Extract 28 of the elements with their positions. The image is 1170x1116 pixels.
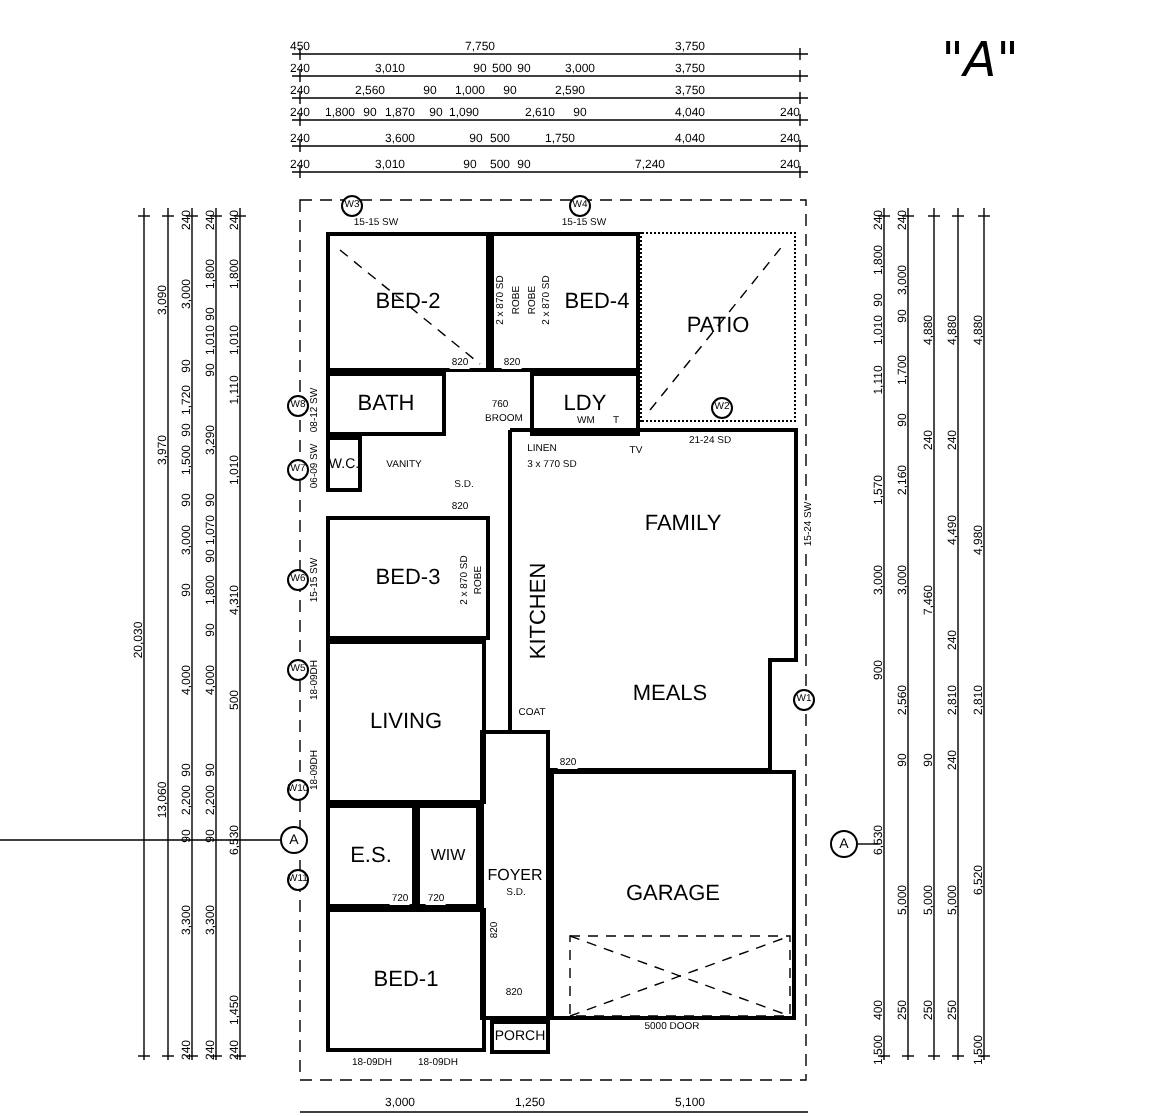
room [490,232,640,372]
room-name: MEALS [632,684,708,706]
room [490,1020,550,1054]
handwritten-mark: "A" [941,36,1019,84]
room-name: BATH [357,393,415,415]
room [550,770,796,1020]
room-name: E.S. [350,845,392,867]
room [326,640,486,804]
room-name: BED-4 [564,291,630,313]
room-name: FOYER [487,867,543,883]
room-name: LDY [563,393,607,415]
room-name: WIW [430,848,466,864]
room [326,804,416,908]
room-name: LIVING [369,711,443,733]
room-name: BED-1 [373,969,439,991]
room-name: BED-2 [375,291,441,313]
room-name: KITCHEN [529,562,551,660]
room [416,804,480,908]
room [326,436,362,492]
room-name: FAMILY [644,514,722,536]
room [326,908,486,1052]
room [326,232,490,372]
room [326,516,490,640]
room [530,372,640,436]
room-name: BED-3 [375,567,441,589]
room-name: PATIO [686,316,750,338]
room [326,372,446,436]
room-name: GARAGE [625,884,721,906]
